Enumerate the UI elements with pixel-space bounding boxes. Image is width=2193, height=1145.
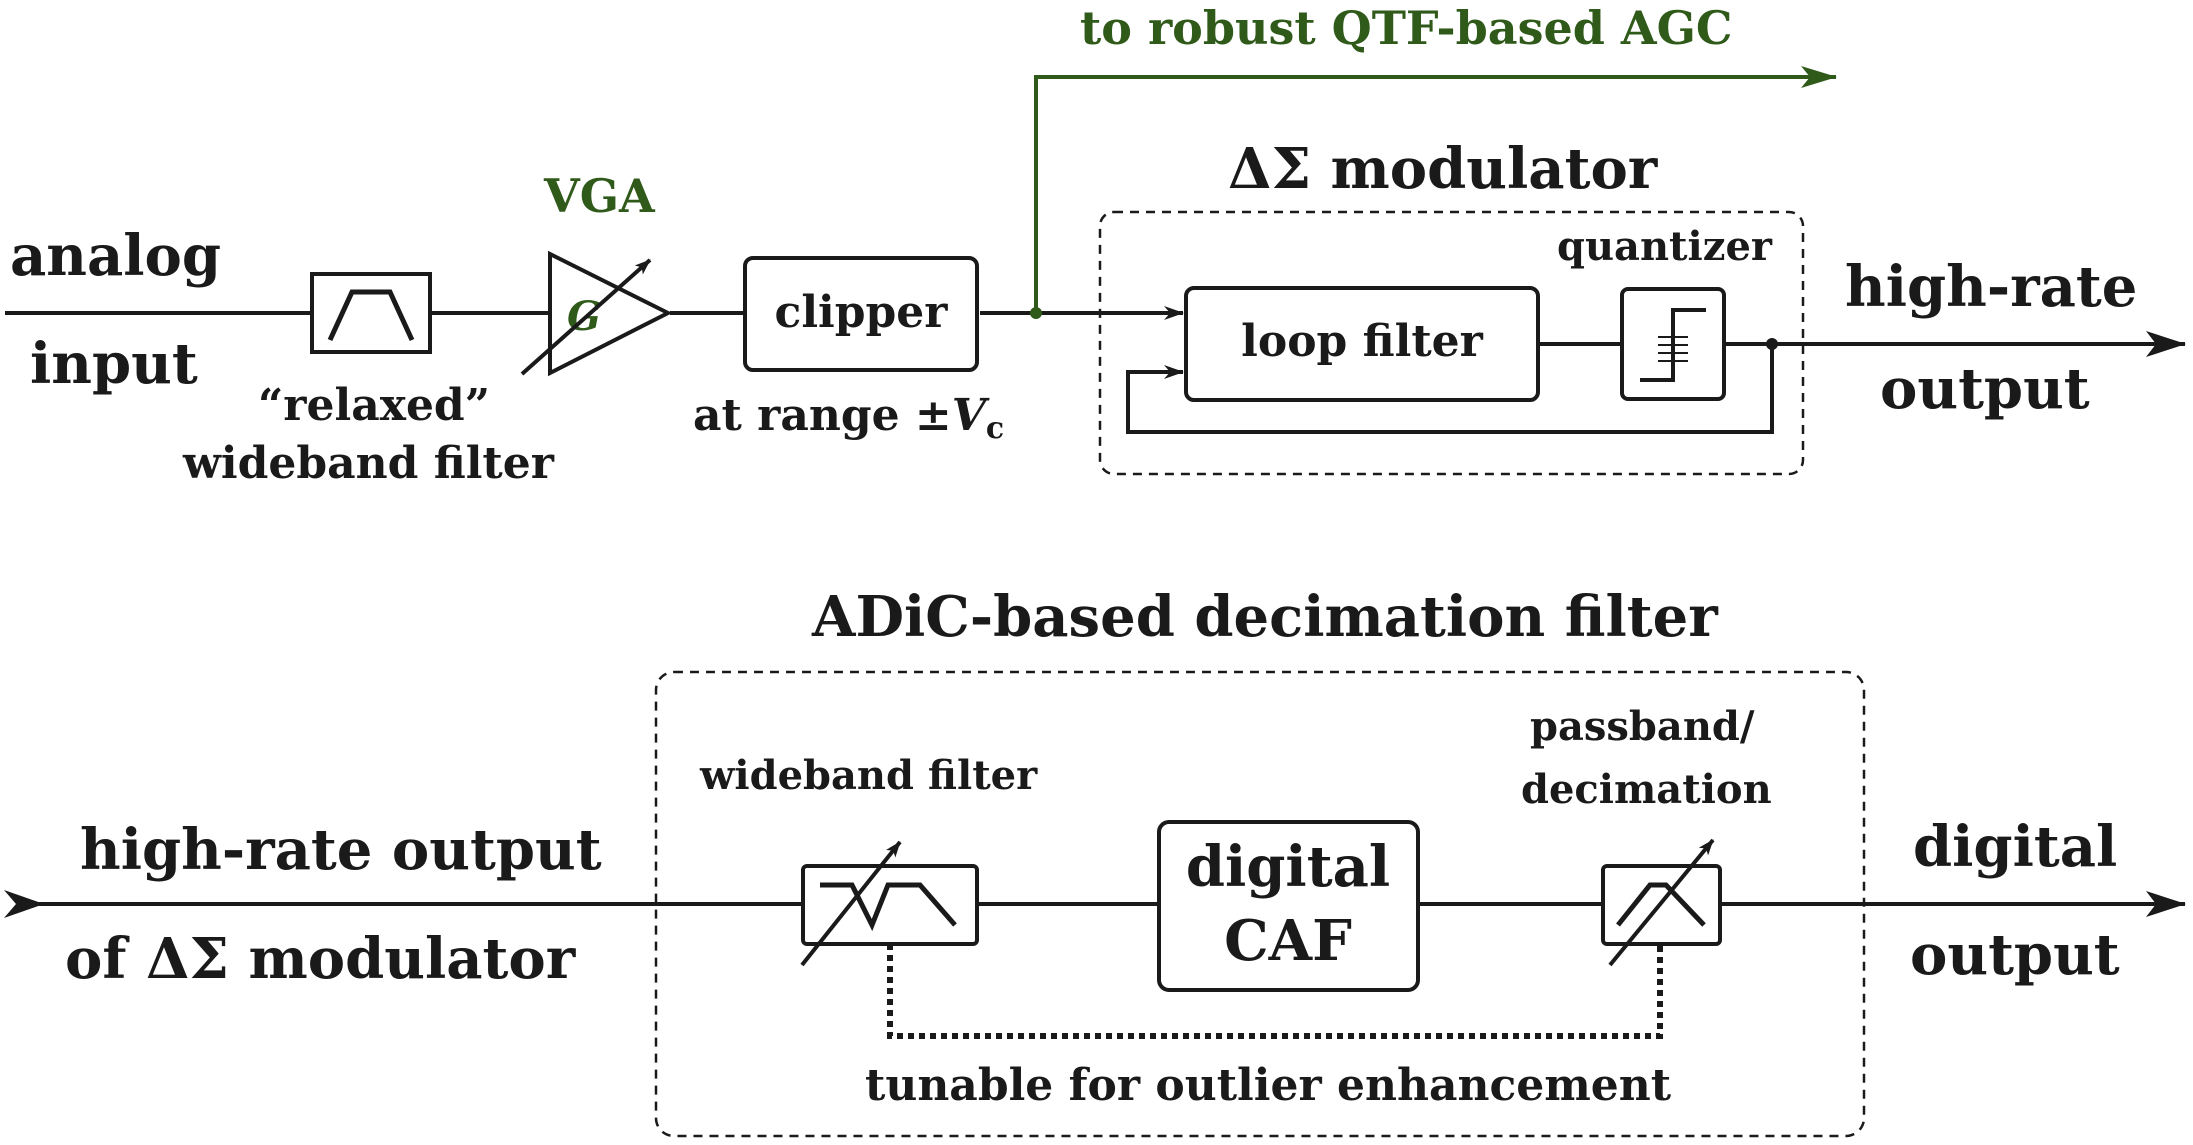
tunable-label: tunable for outlier enhancement [865, 1060, 1672, 1111]
tuning-link-dotted [887, 944, 1663, 1039]
passband-label-1: passband/ [1530, 703, 1755, 750]
relaxed-filter-label-1: “relaxed” [258, 380, 490, 431]
high-rate-output-label-1: high-rate [1845, 254, 2137, 320]
top-signal-chain: analog input “relaxed” wideband filter V… [5, 1, 2186, 489]
output-junction-dot [1766, 338, 1778, 350]
analog-input-label-1: analog [10, 223, 221, 289]
modulator-boundary [1098, 210, 1805, 476]
bottom-input-label-1: high-rate output [80, 817, 602, 883]
decimation-boundary [654, 670, 1866, 1138]
caf-label-1: digital [1186, 834, 1390, 900]
caf-label-2: CAF [1224, 908, 1352, 974]
tunable-bandpass-icon [820, 882, 957, 932]
tunable-passband-icon [1616, 882, 1706, 927]
loop-filter-label: loop filter [1241, 316, 1484, 367]
vga-triangle [548, 250, 673, 377]
analog-input-label-2: input [30, 331, 198, 397]
bottom-signal-chain: high-rate output of ΔΣ modulator ADiC-ba… [4, 584, 2186, 1138]
digital-output-label-1: digital [1913, 814, 2117, 880]
caf-box [1157, 820, 1420, 992]
decimation-title: ADiC-based decimation filter [811, 584, 1719, 650]
relaxed-filter-label-2: wideband filter [182, 438, 555, 489]
passband-tuning-arrow [1608, 838, 1715, 967]
clipper-range-label: at range ±Vc [693, 390, 1004, 446]
agc-branch-wire [1034, 66, 1837, 313]
bottom-input-label-2: of ΔΣ modulator [65, 926, 577, 992]
clipper-box [743, 256, 979, 372]
feedback-loop-wire [1126, 344, 1774, 434]
quantizer-levels-icon [1658, 336, 1688, 362]
digital-output-label-2: output [1910, 922, 2120, 988]
vga-variable-gain-arrow [520, 258, 652, 376]
quantizer-label: quantizer [1557, 223, 1773, 270]
wideband-filter-label: wideband filter [699, 752, 1038, 799]
wideband-tuning-arrow [800, 840, 902, 967]
loop-filter-box [1184, 286, 1540, 402]
vga-title: VGA [543, 169, 656, 223]
agc-label: to robust QTF-based AGC [1080, 1, 1733, 55]
bandpass-icon [327, 289, 415, 342]
passband-label-2: decimation [1521, 766, 1772, 813]
clipper-label: clipper [775, 287, 949, 338]
high-rate-output-label-2: output [1880, 356, 2090, 422]
modulator-title: ΔΣ modulator [1228, 136, 1659, 202]
relaxed-filter-box [310, 272, 432, 354]
